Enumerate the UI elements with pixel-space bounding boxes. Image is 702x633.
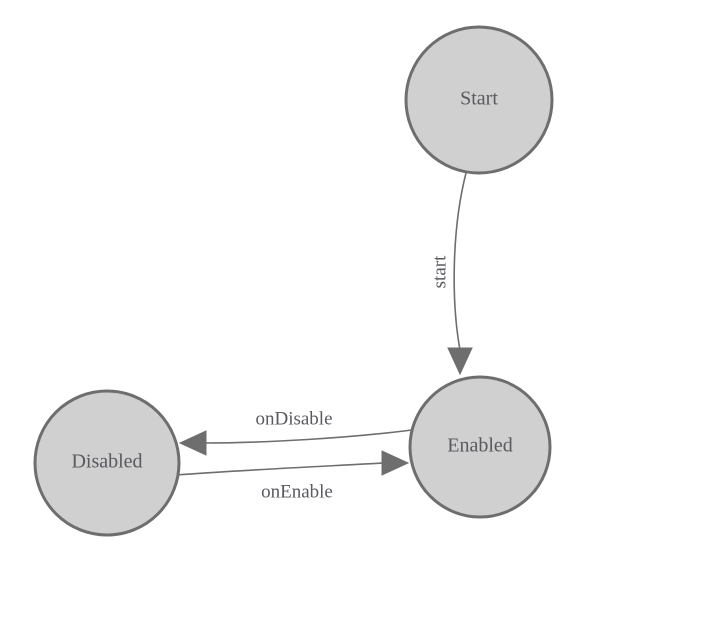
arrowhead-left-icon <box>178 430 207 456</box>
edge-label-ondisable: onDisable <box>255 408 332 429</box>
node-disabled[interactable]: Disabled <box>33 389 181 537</box>
edge-disabled-to-enabled-path <box>175 462 385 476</box>
arrowhead-down-icon <box>447 347 473 376</box>
edge-label-start: start <box>429 255 450 288</box>
node-enabled-circle <box>408 375 552 519</box>
node-start-label: Start <box>460 88 498 110</box>
node-disabled-label: Disabled <box>71 451 142 473</box>
arrowhead-right-icon <box>381 450 410 476</box>
edge-start-to-enabled[interactable]: start <box>429 172 473 376</box>
node-enabled[interactable]: Enabled <box>408 375 552 519</box>
edge-enabled-to-disabled[interactable]: onDisable <box>178 408 413 456</box>
node-enabled-label: Enabled <box>447 435 513 457</box>
edge-label-onenable: onEnable <box>261 481 333 502</box>
node-start[interactable]: Start <box>404 25 554 175</box>
edge-disabled-to-enabled[interactable]: onEnable <box>175 450 410 502</box>
node-disabled-circle <box>33 389 181 537</box>
node-start-circle <box>404 25 554 175</box>
edge-start-to-enabled-path <box>453 172 467 351</box>
edge-enabled-to-disabled-path <box>203 429 413 444</box>
